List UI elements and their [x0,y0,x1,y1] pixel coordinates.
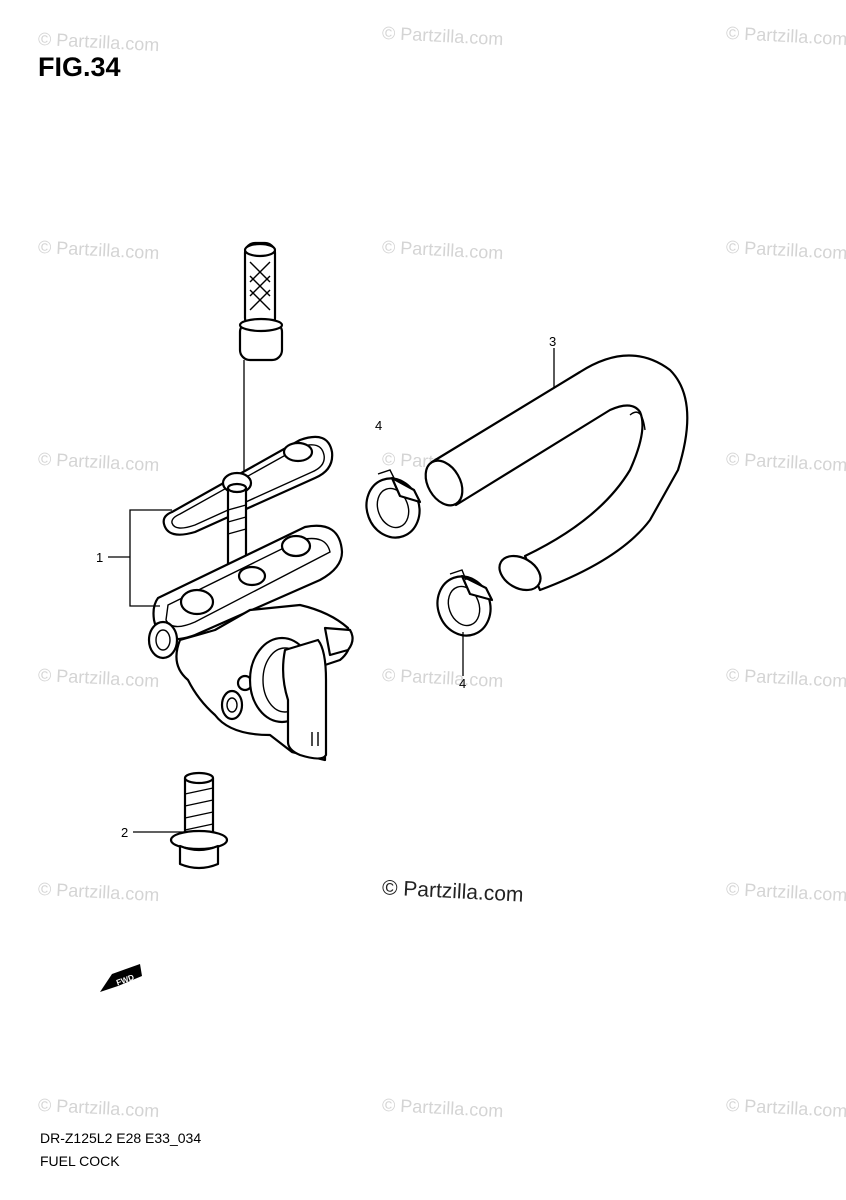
o-ring-gasket[interactable] [162,435,334,536]
fuel-strainer[interactable] [238,241,284,362]
hose-clamp-upper[interactable] [358,469,427,545]
figure-name: FUEL COCK [40,1153,120,1169]
fuel-hose[interactable] [418,354,689,597]
callout-2: 2 [121,825,129,840]
callout-4-lower: 4 [459,676,467,691]
figure-title: FIG.34 [38,52,121,82]
bolt[interactable] [169,771,229,870]
callout-3: 3 [549,334,557,349]
callout-1-bracket [108,509,172,607]
callout-4-upper: 4 [375,418,383,433]
fuel-cock-body[interactable] [147,524,354,762]
callout-1: 1 [96,550,104,565]
forward-arrow-icon: FWD [100,964,142,992]
figure-code: DR-Z125L2 E28 E33_034 [40,1130,202,1146]
hose-clamp-lower[interactable] [429,569,498,643]
